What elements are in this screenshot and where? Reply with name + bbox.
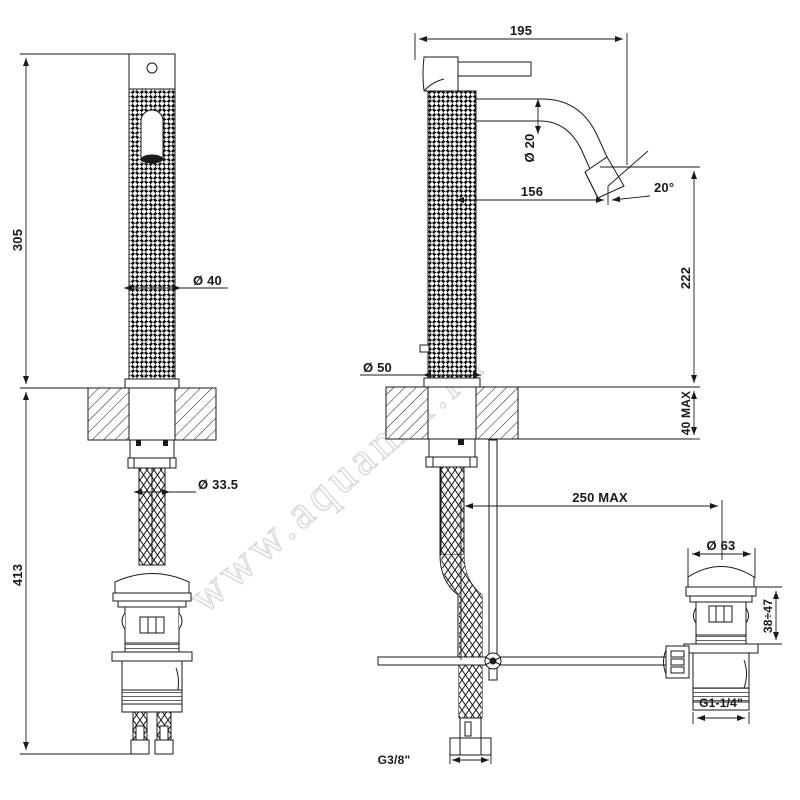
dim-250max: 250 MAX [572,490,628,505]
dim-d20: Ø 20 [522,134,537,163]
right-body [419,90,477,385]
right-lever-handle [422,56,532,92]
waste-clevis [663,645,690,679]
dim-156: 156 [521,184,543,199]
left-view [87,53,217,755]
left-body [128,88,176,386]
dim-d335: Ø 33.5 [198,477,238,492]
right-spout [476,98,625,199]
dim-d63: Ø 63 [707,538,736,553]
right-view [377,56,692,756]
dim-195: 195 [510,23,532,38]
dim-40max: 40 MAX [679,391,693,436]
dim-d50: Ø 50 [363,360,392,375]
right-mounting-nut [425,438,478,468]
left-handle-cap [128,53,176,90]
dim-222: 222 [678,267,693,289]
waste-dimensions: Ø 63 38÷47 G1-1/4" [687,538,782,724]
left-countertop [87,387,217,441]
left-tailpiece [130,711,174,755]
right-supply-hose [439,466,483,719]
dim-d40: Ø 40 [193,273,222,288]
left-dimensions: 305 413 Ø 40 Ø 33.5 [10,53,238,755]
left-shank [138,467,166,566]
dim-3847: 38÷47 [761,599,775,633]
dim-305: 305 [10,229,25,251]
right-dimensions: 195 Ø 20 156 20° 222 Ø 50 40 MAX 250 MAX [360,23,723,767]
left-waste-body [111,573,193,713]
dim-g114: G1-1/4" [699,696,743,710]
right-supply-connector [449,717,492,756]
dim-413: 413 [10,564,25,586]
dim-angle: 20° [654,180,674,195]
dim-g38: G3/8" [378,753,411,767]
waste-detail-view [663,566,759,711]
left-mounting-nut [127,439,177,469]
right-popup-rod [377,439,689,681]
